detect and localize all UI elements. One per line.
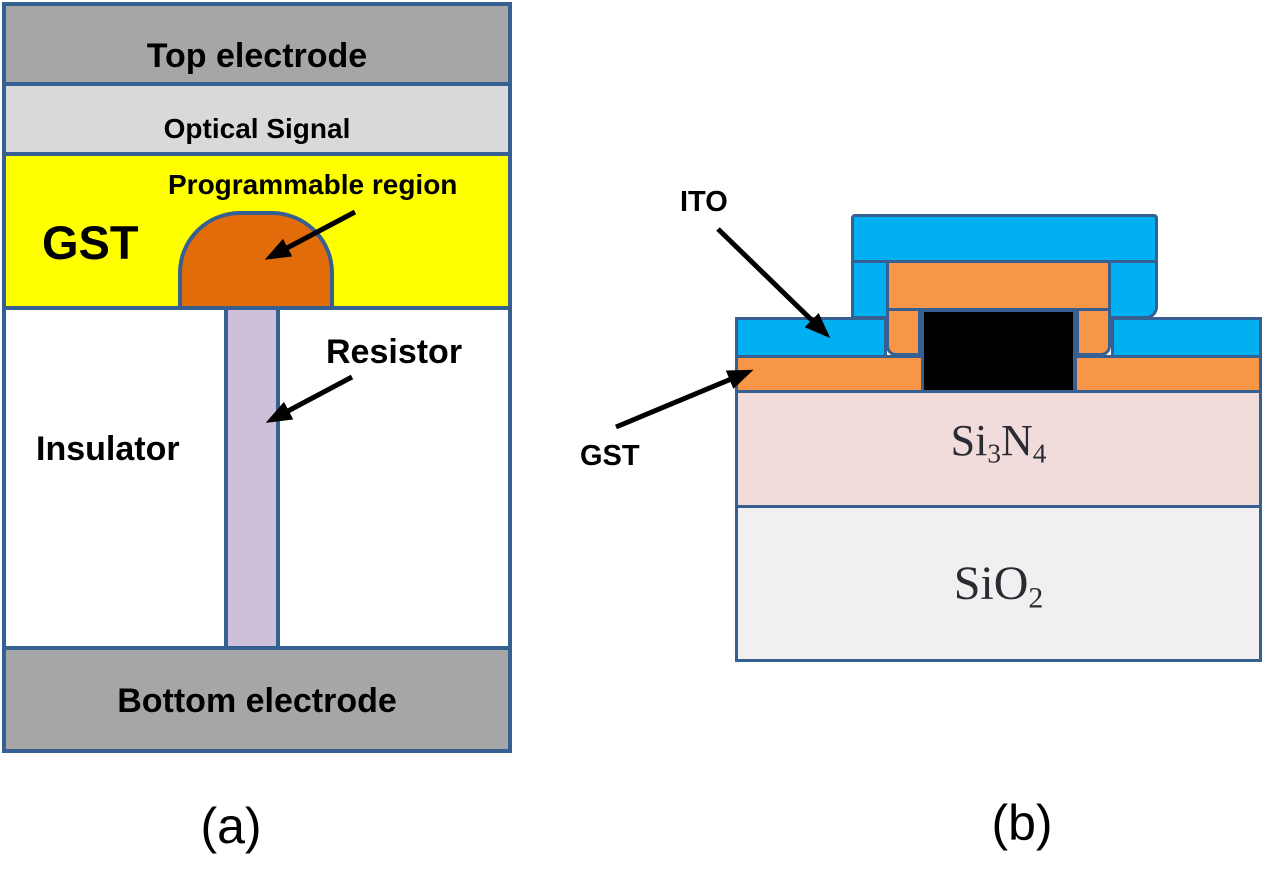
gst-film-right (1074, 355, 1262, 393)
gst-cap-leg-right (1076, 308, 1111, 356)
si3n4-layer (735, 390, 1262, 508)
bottom-electrode-label: Bottom electrode (117, 682, 397, 720)
programmable-region-dome (178, 211, 334, 310)
gst-cap-leg-left (886, 308, 921, 356)
gst-cap-bar (886, 260, 1111, 311)
gst-label-a: GST (42, 216, 139, 269)
programmable-region-label: Programmable region (168, 169, 458, 200)
optical-signal-label: Optical Signal (163, 113, 351, 144)
ito-cap-leg-right (1108, 260, 1158, 319)
si3n4-base2: N (1000, 416, 1033, 465)
si3n4-sub1: 3 (987, 438, 1001, 469)
panel-a-caption: (a) (200, 798, 262, 854)
sio2-base1: SiO (953, 557, 1029, 610)
sio2-sub1: 2 (1028, 581, 1044, 615)
resistor-label: Resistor (326, 333, 463, 371)
panel-b-caption: (b) (991, 795, 1053, 851)
heater-block (921, 309, 1076, 393)
gst-arrow (615, 369, 754, 430)
ito-top-cap (851, 214, 1158, 263)
ito-film-right (1111, 317, 1262, 358)
ito-label: ITO (680, 186, 728, 218)
ito-film-left (735, 317, 887, 358)
ito-cap-leg-left (851, 260, 889, 319)
gst-label-b: GST (580, 440, 640, 472)
si3n4-label: Si3N4 (735, 419, 1262, 468)
sio2-label: SiO2 (735, 560, 1262, 613)
bottom-electrode-layer (2, 646, 512, 753)
gst-film-left (735, 355, 924, 393)
optical-signal-layer (2, 82, 512, 156)
si3n4-base1: Si (950, 416, 988, 465)
resistor-column (224, 310, 280, 650)
si3n4-sub2: 4 (1032, 438, 1047, 469)
insulator-label: Insulator (36, 430, 180, 468)
top-electrode-label: Top electrode (146, 37, 368, 75)
